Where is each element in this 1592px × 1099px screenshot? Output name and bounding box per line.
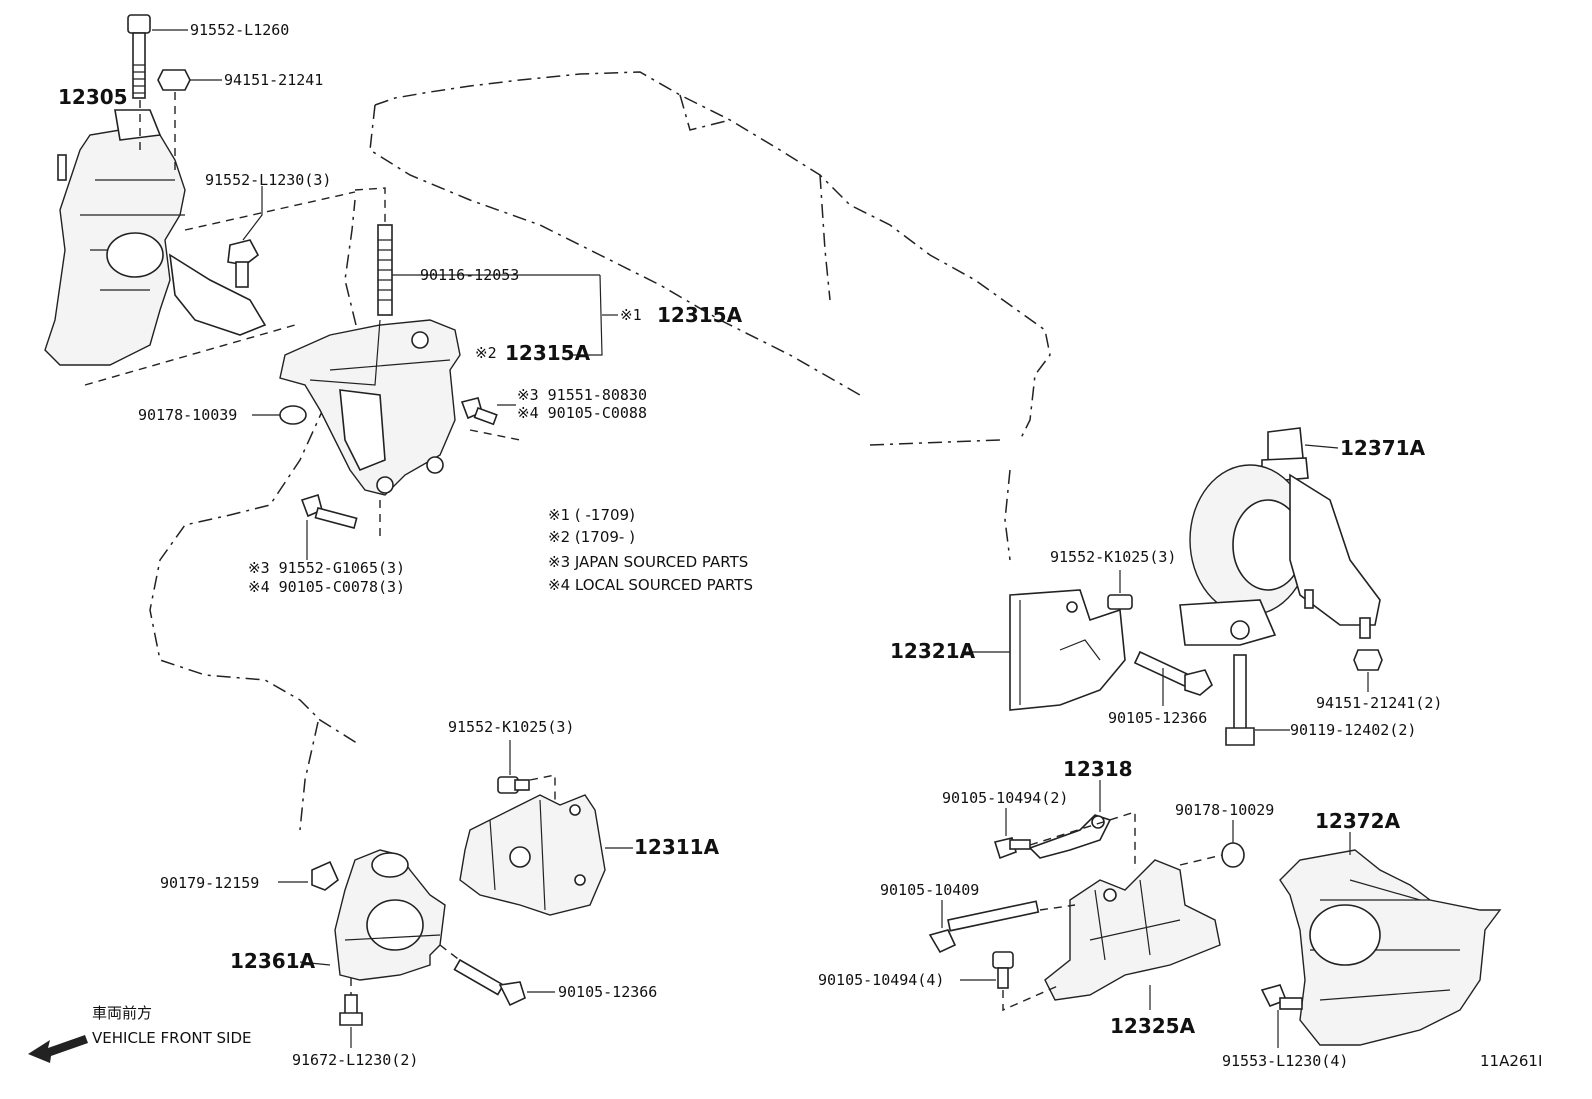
mount-12371A-illustration — [1179, 427, 1381, 646]
label-91552-G1065: ※3 91552-G1065(3) — [248, 559, 405, 577]
bolt-91552-L1230-icon — [227, 239, 260, 288]
bolt-91551-80830-icon — [460, 397, 498, 426]
label-12305: 12305 — [58, 85, 128, 109]
label-90119-12402-2: 90119-12402(2) — [1290, 721, 1416, 739]
label-94151-21241-2: 94151-21241(2) — [1316, 694, 1442, 712]
mount-12361A-illustration — [334, 849, 446, 981]
bolt-90105-10494-2-icon — [993, 837, 1031, 860]
label-12311A: 12311A — [634, 835, 720, 859]
bolt-90105-10494-4-icon — [992, 951, 1014, 989]
bolt-90119-12402-icon — [1225, 654, 1255, 746]
bracket-12315A-illustration — [279, 319, 461, 496]
bolt-91552-G1065-icon — [300, 493, 358, 529]
washer-90178-10029-icon — [1221, 842, 1245, 868]
bolt-90105-12366-right-icon — [1133, 650, 1213, 696]
label-12361A: 12361A — [230, 949, 316, 973]
note-4: ※4 LOCAL SOURCED PARTS — [548, 576, 753, 594]
label-91551-80830: ※3 91551-80830 — [517, 386, 647, 404]
bracket-12318-illustration — [1028, 814, 1112, 859]
label-12315A-1: 12315A — [657, 303, 743, 327]
label-12325A: 12325A — [1110, 1014, 1196, 1038]
note-1: ※1 ( -1709) — [548, 506, 635, 524]
label-91552-L1230-3: 91552-L1230(3) — [205, 171, 331, 189]
bracket-12321A-illustration — [1009, 589, 1126, 711]
label-note2-mark: ※2 — [475, 344, 497, 362]
bolt-91552-K1025-bottom-icon — [497, 776, 530, 794]
label-90105-10494-2: 90105-10494(2) — [942, 789, 1068, 807]
direction-label-en: VEHICLE FRONT SIDE — [92, 1029, 252, 1047]
direction-label-jp: 車両前方 — [92, 1004, 152, 1022]
label-90105-10409: 90105-10409 — [880, 881, 979, 899]
bolt-90105-12366-bottom-icon — [453, 958, 526, 1007]
label-90105-10494-4: 90105-10494(4) — [818, 971, 944, 989]
bolt-91552-K1025-right-icon — [1107, 594, 1133, 610]
mount-12305-illustration — [44, 109, 267, 366]
label-12315A-2: 12315A — [505, 341, 591, 365]
label-90105-C0078: ※4 90105-C0078(3) — [248, 578, 405, 596]
nut-94151-21241-icon — [157, 69, 191, 175]
label-91672-L1230-2: 91672-L1230(2) — [292, 1051, 418, 1069]
mount-12305-dashed-box — [84, 187, 386, 386]
bolt-91552-L1260-icon — [127, 14, 151, 155]
note-3: ※3 JAPAN SOURCED PARTS — [548, 553, 748, 571]
label-91552-K1025-bottom: 91552-K1025(3) — [448, 718, 574, 736]
label-90179-12159: 90179-12159 — [160, 874, 259, 892]
label-91552-L1260: 91552-L1260 — [190, 21, 289, 39]
washer-90178-10039-icon — [279, 405, 307, 425]
label-90116-12053: 90116-12053 — [420, 266, 519, 284]
diagram-id-code: 11A261I — [1480, 1052, 1542, 1070]
bolt-91672-L1230-icon — [339, 978, 363, 1026]
label-90105-12366-right: 90105-12366 — [1108, 709, 1207, 727]
label-90178-10039: 90178-10039 — [138, 406, 237, 424]
label-90105-C0088: ※4 90105-C0088 — [517, 404, 647, 422]
label-90105-12366-bottom: 90105-12366 — [558, 983, 657, 1001]
stud-90116-12053-icon — [377, 224, 393, 316]
label-12371A: 12371A — [1340, 436, 1426, 460]
washer-90179-12159-icon — [311, 860, 339, 891]
label-91553-L1230-4: 91553-L1230(4) — [1222, 1052, 1348, 1070]
note-2: ※2 (1709- ) — [548, 528, 635, 546]
label-90178-10029: 90178-10029 — [1175, 801, 1274, 819]
bracket-12325A-illustration — [1044, 859, 1221, 1001]
label-91552-K1025-right: 91552-K1025(3) — [1050, 548, 1176, 566]
engine-outline — [149, 71, 1051, 831]
mount-12372A-illustration — [1279, 849, 1502, 1046]
vehicle-front-arrow-icon — [28, 1035, 88, 1063]
label-12372A: 12372A — [1315, 809, 1401, 833]
nut-94151-21241-right-icon — [1353, 649, 1383, 671]
label-12321A: 12321A — [890, 639, 976, 663]
label-94151-21241: 94151-21241 — [224, 71, 323, 89]
label-12318: 12318 — [1063, 757, 1133, 781]
label-note1-mark: ※1 — [620, 306, 642, 324]
bolt-90105-10409-icon — [928, 900, 1040, 954]
bracket-12311A-illustration — [459, 794, 606, 916]
bolt-91553-L1230-icon — [1260, 984, 1303, 1010]
